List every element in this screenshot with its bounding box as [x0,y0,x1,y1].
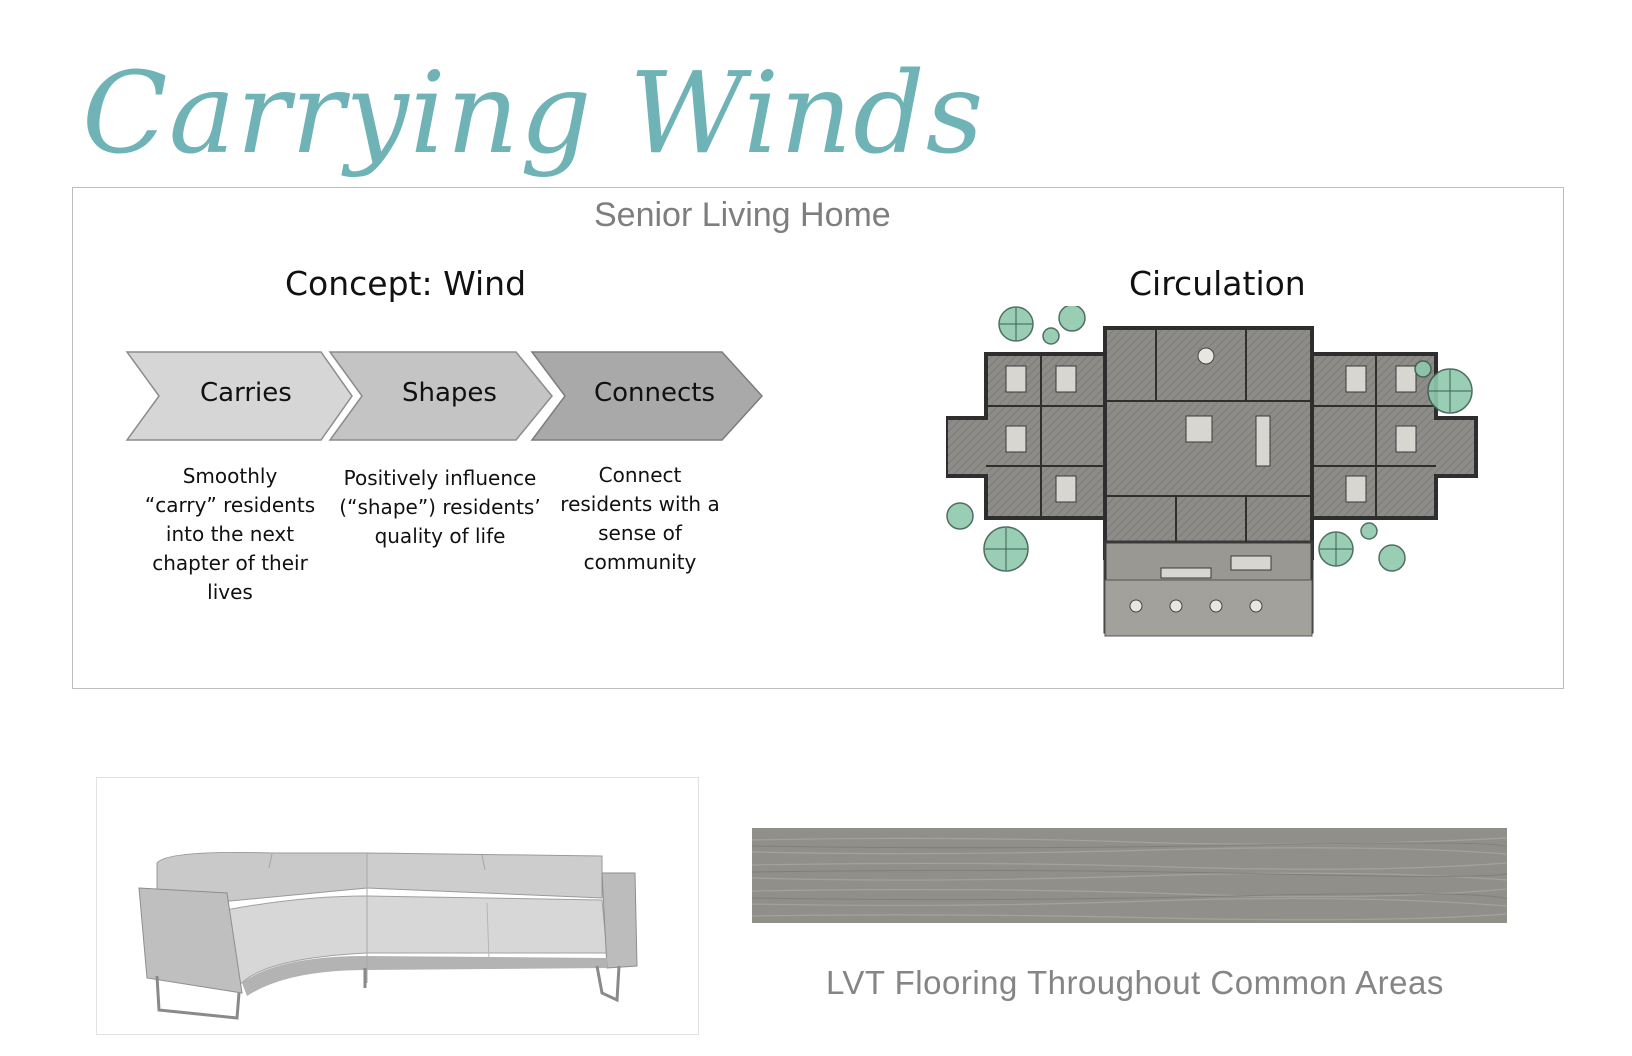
description-connects: Connect residents with a sense of commun… [560,463,720,574]
chevron-connects [530,351,764,441]
floor-plan-image [946,306,1478,637]
concept-heading: Concept: Wind [285,264,527,303]
concept-panel [72,187,1564,689]
lvt-flooring-swatch [752,828,1507,923]
flooring-caption: LVT Flooring Throughout Common Areas [826,964,1444,1001]
page-title: Carrying Winds [82,49,985,179]
sofa-image-frame [96,777,699,1035]
sectional-sofa-image [138,851,638,1020]
circulation-heading: Circulation [1129,264,1306,303]
concept-chevrons [125,351,764,441]
page-subtitle: Senior Living Home [594,196,891,234]
chevron-carries [125,351,353,441]
chevron-label-connects: Connects [594,378,716,408]
chevron-label-carries: Carries [200,378,292,408]
description-carries: Smoothly “carry” residents into the next… [144,464,316,604]
chevron-shapes [328,351,553,441]
description-shapes: Positively influence (“shape”) residents… [339,466,541,548]
chevron-label-shapes: Shapes [402,378,497,408]
